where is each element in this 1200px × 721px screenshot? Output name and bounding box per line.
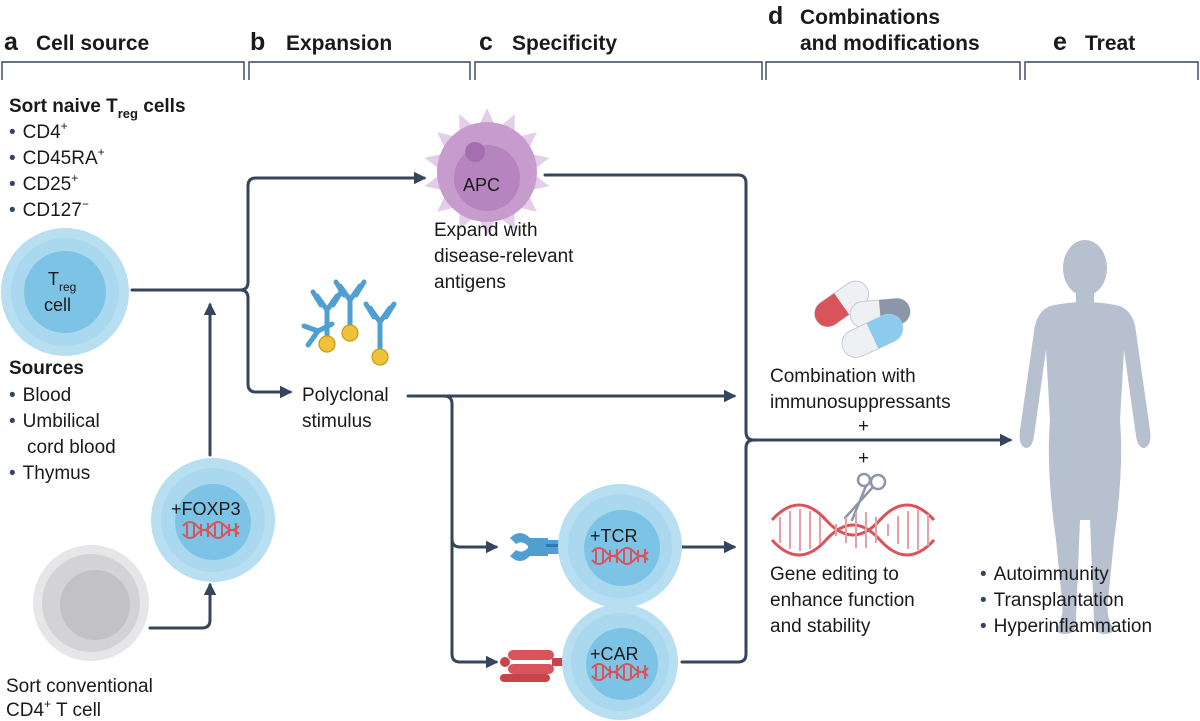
- apc-cell-icon: APC: [424, 108, 550, 236]
- header-c: c Specificity: [474, 28, 763, 80]
- header-letter: a: [4, 28, 19, 56]
- header-bracket: [1024, 61, 1199, 80]
- treat-item: •Transplantation: [980, 590, 1124, 611]
- source-item: •Blood: [9, 385, 71, 406]
- source-item: •Umbilical: [9, 411, 100, 432]
- foxp3-label: +FOXP3: [171, 499, 241, 519]
- car-cell-icon: +CAR: [562, 604, 678, 720]
- marker-item: •CD25+: [9, 171, 78, 195]
- header-d: d Combinations and modifications: [765, 2, 1021, 80]
- marker-item: •CD4+: [9, 119, 68, 143]
- treg-label-line2: cell: [44, 295, 71, 315]
- tcr-label: +TCR: [590, 526, 638, 546]
- header-letter: d: [768, 2, 783, 30]
- scissors-icon: [843, 472, 887, 522]
- header-bracket: [474, 61, 763, 80]
- car-receptor-icon: [500, 650, 568, 682]
- header-title: Specificity: [512, 32, 617, 55]
- apc-caption-line: antigens: [434, 272, 506, 293]
- marker-item: •CD127−: [9, 197, 89, 221]
- plus-sign: +: [858, 448, 869, 469]
- human-body-icon: [1019, 240, 1151, 634]
- header-bracket: [765, 61, 1021, 80]
- gene-editing-caption-line: enhance function: [770, 590, 915, 611]
- antibody-icon: [301, 279, 397, 366]
- sources-block: Sources •Blood •Umbilical cord blood •Th…: [9, 358, 116, 484]
- combination-caption: Combination with immunosuppressants: [770, 366, 951, 413]
- header-letter: c: [479, 28, 493, 56]
- treg-label: Treg: [48, 269, 76, 294]
- conventional-t-cell-icon: [33, 545, 149, 661]
- header-e: e Treat: [1024, 28, 1199, 80]
- polyclonal-caption-line: Polyclonal: [302, 385, 389, 406]
- treg-cell-icon: Treg cell: [1, 228, 129, 356]
- dna-helix-icon: [770, 503, 936, 557]
- polyclonal-caption-line: stimulus: [302, 411, 372, 432]
- combination-caption-line: Combination with: [770, 366, 916, 387]
- plus-sign: +: [858, 416, 869, 437]
- treat-item: •Autoimmunity: [980, 564, 1109, 585]
- dna-helix-icon: [182, 521, 240, 539]
- header-b: b Expansion: [248, 28, 471, 80]
- header-bracket: [1, 61, 245, 80]
- treat-item: •Hyperinflammation: [980, 616, 1152, 637]
- foxp3-cell-icon: +FOXP3: [151, 458, 275, 582]
- header-title: Treat: [1085, 32, 1135, 55]
- sort-naive-block: Sort naive Treg cells •CD4+ •CD45RA+ •CD…: [9, 96, 186, 221]
- header-title-line1: Combinations: [800, 6, 940, 29]
- conventional-caption-line1: Sort conventional: [6, 676, 153, 697]
- source-item: •Thymus: [9, 463, 90, 484]
- polyclonal-caption: Polyclonal stimulus: [302, 385, 389, 432]
- header-title-line2: and modifications: [800, 32, 980, 55]
- combination-caption-line: immunosuppressants: [770, 392, 951, 413]
- header-letter: b: [250, 28, 265, 56]
- apc-label: APC: [463, 175, 500, 195]
- header-a: a Cell source: [1, 28, 245, 80]
- apc-caption-line: Expand with: [434, 220, 538, 241]
- pill-icon: [814, 280, 911, 359]
- gene-editing-caption-line: and stability: [770, 616, 871, 637]
- dna-helix-icon: [591, 547, 649, 565]
- treat-list: •Autoimmunity •Transplantation •Hyperinf…: [980, 564, 1152, 637]
- apc-caption: Expand with disease-relevant antigens: [434, 220, 574, 293]
- header-title: Cell source: [36, 32, 149, 55]
- marker-item: •CD45RA+: [9, 145, 105, 169]
- header-letter: e: [1053, 28, 1067, 56]
- source-item-line2: cord blood: [27, 437, 116, 458]
- apc-caption-line: disease-relevant: [434, 246, 574, 267]
- sort-naive-title: Sort naive Treg cells: [9, 96, 186, 121]
- header-bracket: [248, 61, 471, 80]
- arrow-car-merge: [680, 438, 756, 664]
- gene-editing-caption-line: Gene editing to: [770, 564, 899, 585]
- gene-editing-caption: Gene editing to enhance function and sta…: [770, 564, 915, 637]
- sources-title: Sources: [9, 358, 84, 379]
- car-label: +CAR: [590, 644, 639, 664]
- arrow-to-car: [450, 538, 499, 669]
- tcr-cell-icon: +TCR: [558, 484, 682, 608]
- arrow-to-tcr: [430, 394, 499, 554]
- header-title: Expansion: [286, 32, 392, 55]
- flow-arrows: [130, 171, 1013, 669]
- dna-helix-icon: [591, 663, 649, 681]
- arrow-to-apc: [130, 171, 427, 292]
- arrow-to-polyclonal: [238, 288, 293, 399]
- conventional-caption-line2: CD4+ T cell: [6, 697, 101, 721]
- arrow-conventional-to-foxp3: [148, 582, 217, 630]
